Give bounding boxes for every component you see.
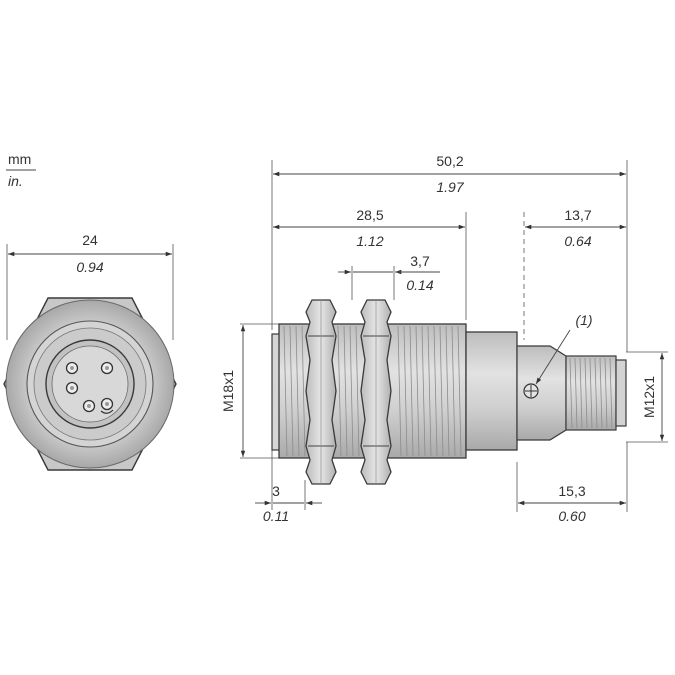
connector-thread-lines xyxy=(569,357,613,429)
overall-length-in: 1.97 xyxy=(436,179,464,195)
thread-line xyxy=(343,325,348,457)
connector-thread-line xyxy=(574,357,578,429)
nut-rear xyxy=(360,299,392,485)
connector-thread-line xyxy=(604,357,608,429)
coding-key-icon xyxy=(100,409,114,414)
callout-leader xyxy=(535,329,571,385)
connector-length-in: 0.64 xyxy=(564,233,591,249)
rear-body xyxy=(465,331,518,451)
thread-line xyxy=(397,325,402,457)
thread-lines xyxy=(283,325,462,457)
end-width-in: 0.94 xyxy=(76,259,103,275)
nut-offset-mm: 3 xyxy=(272,483,280,499)
thread-line xyxy=(415,325,420,457)
thread-line xyxy=(445,325,450,457)
thread-line xyxy=(439,325,444,457)
connector-thread-line xyxy=(584,357,588,429)
connector-thread-line xyxy=(579,357,583,429)
thread-line xyxy=(409,325,414,457)
thread-line xyxy=(289,325,294,457)
units-in: in. xyxy=(8,173,23,189)
m12-connector xyxy=(565,355,617,431)
connector-thread-label: M12x1 xyxy=(641,376,657,418)
rear-length-in: 0.60 xyxy=(558,508,585,524)
connector-end xyxy=(615,359,627,427)
units-legend: mm in. xyxy=(6,151,36,189)
rear-length-mm: 15,3 xyxy=(558,483,585,499)
thread-line xyxy=(421,325,426,457)
connector-thread-line xyxy=(589,357,593,429)
thread-length-mm: 28,5 xyxy=(356,207,383,223)
connector-thread-line xyxy=(569,357,573,429)
callout-label: (1) xyxy=(575,312,592,328)
connector-thread-line xyxy=(609,357,613,429)
end-view: 24 0.94 xyxy=(3,232,177,471)
connector-thread-line xyxy=(594,357,598,429)
thread-line xyxy=(301,325,306,457)
thread-line xyxy=(295,325,300,457)
thread-line xyxy=(451,325,456,457)
body-thread-label: M18x1 xyxy=(220,370,236,412)
nut-thickness-mm: 3,7 xyxy=(410,253,430,269)
thread-line xyxy=(433,325,438,457)
nut-offset-in: 0.11 xyxy=(263,508,289,524)
units-mm: mm xyxy=(8,151,31,167)
connector-pins xyxy=(65,361,114,414)
thread-line xyxy=(337,325,342,457)
nut-thickness-in: 0.14 xyxy=(406,277,433,293)
thread-line xyxy=(403,325,408,457)
side-view: 50,2 1.97 28,5 1.12 13,7 0.64 3,7 0.14 M… xyxy=(220,153,668,524)
overall-length-mm: 50,2 xyxy=(436,153,463,169)
end-width-mm: 24 xyxy=(82,232,98,248)
thread-line xyxy=(349,325,354,457)
thread-length-in: 1.12 xyxy=(356,233,383,249)
nut-front xyxy=(305,299,337,485)
connector-thread-line xyxy=(599,357,603,429)
connector-length-mm: 13,7 xyxy=(564,207,591,223)
thread-line xyxy=(283,325,288,457)
thread-line xyxy=(427,325,432,457)
thread-line xyxy=(457,325,462,457)
thread-line xyxy=(355,325,360,457)
